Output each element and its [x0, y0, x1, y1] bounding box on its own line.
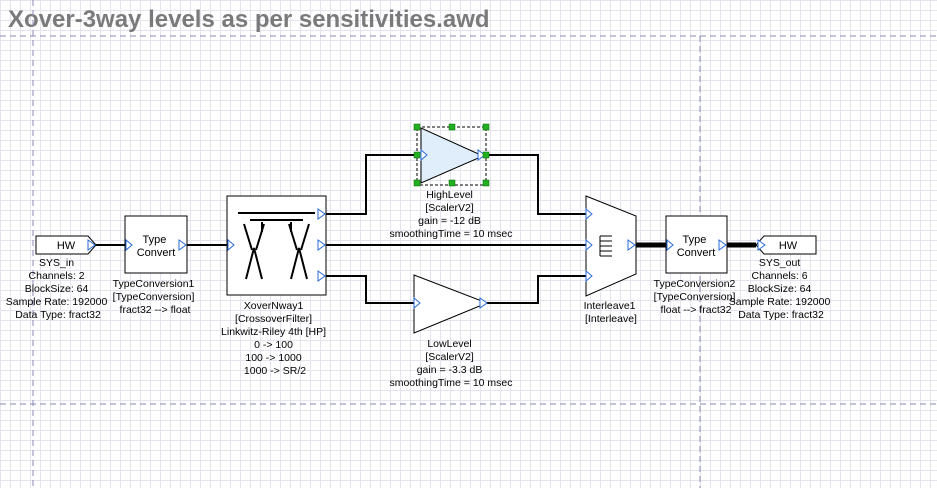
type-conversion2-block[interactable]: Type Convert: [665, 215, 728, 274]
wires: [96, 154, 586, 304]
interleave-label: Interleave1 [Interleave]: [584, 300, 639, 325]
wire-xover-to-high: [326, 154, 416, 215]
sys-in-output-pin: [87, 239, 96, 251]
interleave-icon: [599, 235, 612, 257]
diagram-title: Xover-3way levels as per sensitivities.a…: [8, 6, 490, 33]
wire-xover-to-low: [326, 275, 416, 304]
tc1-output-pin: [178, 239, 187, 251]
tc1-input-pin: [125, 238, 133, 252]
amplifier-triangle-icon: [420, 127, 485, 184]
sys-in-label: SYS_in Channels: 2 BlockSize: 64 Sample …: [6, 257, 111, 321]
tc2-box-text: Type Convert: [677, 234, 716, 259]
wire-low-to-interleave: [487, 275, 586, 304]
interleave-input-pin-1: [585, 207, 593, 221]
sys-in-tag: HW: [57, 240, 76, 252]
type-conversion1-label: TypeConversion1 [TypeConversion] fract32…: [113, 278, 198, 316]
sys-out-block[interactable]: HW: [755, 235, 817, 255]
interleave-input-pin-3: [585, 269, 593, 283]
xover-output-pin-2: [317, 239, 326, 251]
high-input-pin: [420, 148, 428, 162]
low-level-block[interactable]: [413, 274, 489, 334]
xover-block[interactable]: [226, 195, 327, 296]
sys-out-tag: HW: [779, 240, 798, 252]
interleave-input-pin-2: [585, 238, 593, 252]
low-input-pin: [413, 296, 421, 310]
low-output-pin: [479, 297, 488, 309]
type-conversion1-block[interactable]: Type Convert: [124, 215, 188, 274]
low-level-label: LowLevel [ScalerV2] gain = -3.3 dB smoot…: [389, 338, 512, 389]
xover-output-pin-3: [317, 270, 326, 282]
sys-out-input-pin: [757, 239, 766, 251]
high-output-pin: [477, 149, 486, 161]
wire-high-to-interleave: [487, 154, 586, 215]
xover-output-pin-1: [317, 208, 326, 220]
tc2-output-pin: [718, 239, 727, 251]
xover-input-pin: [227, 238, 235, 252]
tc1-box-text: Type Convert: [137, 234, 176, 259]
interleave-output-pin: [627, 239, 636, 251]
type-conversion2-label: TypeConversion2 [TypeConversion] float -…: [654, 278, 739, 316]
crossover-curves-icon: [238, 212, 315, 280]
high-level-block[interactable]: [413, 123, 490, 187]
sys-in-block[interactable]: HW: [35, 235, 97, 255]
amplifier-triangle-icon: [413, 274, 489, 334]
high-level-label: HighLevel [ScalerV2] gain = -12 dB smoot…: [389, 189, 512, 240]
selection-handles: [413, 123, 490, 187]
xover-label: XoverNway1 [CrossoverFilter] Linkwitz-Ri…: [221, 300, 329, 377]
interleave-block[interactable]: [585, 195, 637, 297]
tc2-input-pin: [666, 238, 674, 252]
sys-out-label: SYS_out Channels: 6 BlockSize: 64 Sample…: [729, 257, 834, 321]
